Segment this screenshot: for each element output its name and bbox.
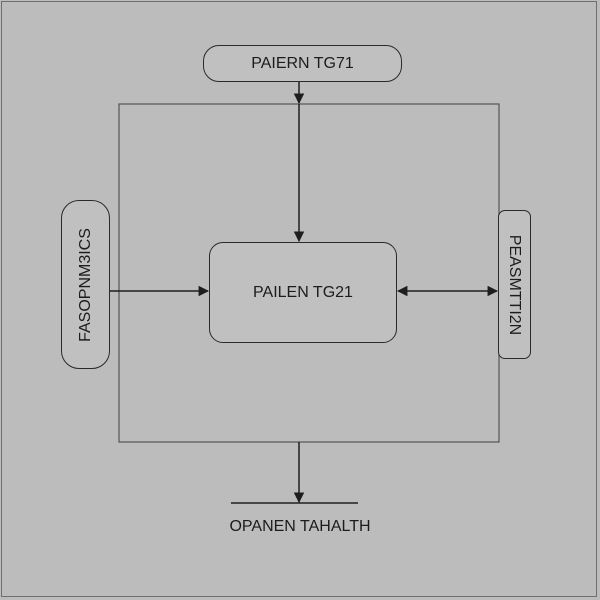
- center-node: PAILEN TG21: [209, 242, 397, 343]
- left-node: FASOPNM3ICS: [61, 200, 110, 369]
- center-node-label: PAILEN TG21: [253, 283, 353, 301]
- output-label: OPANEN TAHALTH: [229, 518, 371, 535]
- top-node: PAIERN TG71: [203, 45, 402, 82]
- right-node: PEASMTTI2N: [498, 210, 531, 359]
- top-node-label: PAIERN TG71: [251, 54, 354, 72]
- right-node-label: PEASMTTI2N: [506, 234, 524, 335]
- left-node-label: FASOPNM3ICS: [76, 227, 94, 342]
